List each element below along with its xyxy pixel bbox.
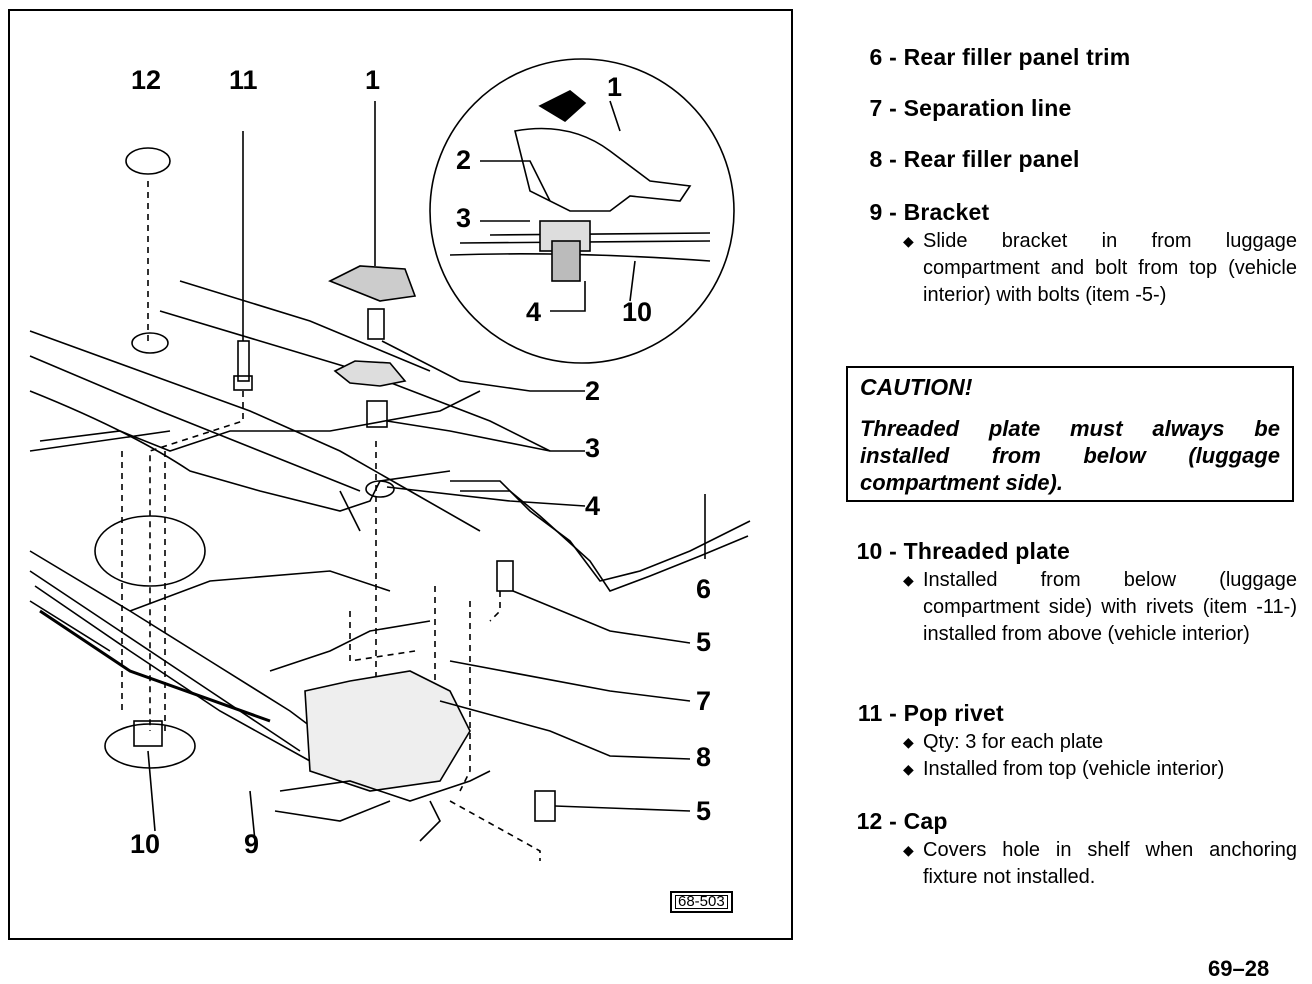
callout-4-detail: 4 [526, 297, 542, 327]
caution-box: CAUTION! Threaded plate must always be i… [846, 366, 1294, 502]
diamond-bullet-icon: ◆ [903, 572, 914, 588]
bullet-item: ◆ Slide bracket in from luggage compartme… [901, 228, 1297, 309]
legend-item-7: 7 - Separation line [835, 95, 1297, 122]
callout-6: 6 [696, 574, 712, 604]
callout-3-detail: 3 [456, 203, 472, 233]
diamond-bullet-icon: ◆ [903, 761, 914, 777]
caution-title: CAUTION! [860, 374, 973, 400]
exploded-diagram: 12 11 1 1 2 3 4 10 2 3 4 6 5 7 8 5 10 9 … [8, 9, 793, 940]
callout-10-detail: 10 [622, 297, 653, 327]
callout-10: 10 [130, 829, 161, 859]
bullet-text: Installed from top (vehicle interior) [923, 758, 1225, 780]
legend-heading: 8 - Rear filler panel [835, 146, 1297, 173]
item-title: Threaded plate [903, 538, 1070, 564]
legend-item-10: 10 - Threaded plate ◆ Installed from belo… [835, 538, 1297, 648]
diamond-bullet-icon: ◆ [903, 842, 914, 858]
item-number: 10 - [856, 538, 897, 564]
callout-4: 4 [585, 491, 601, 521]
bullet-text: Slide bracket in from luggage compartmen… [923, 230, 1297, 306]
callout-1-detail: 1 [607, 72, 623, 102]
diamond-bullet-icon: ◆ [903, 233, 914, 249]
callout-9: 9 [244, 829, 260, 859]
legend-heading: 12 - Cap [835, 808, 1297, 835]
callout-8: 8 [696, 742, 712, 772]
legend-item-11: 11 - Pop rivet ◆ Qty: 3 for each plate ◆ I… [835, 700, 1297, 783]
callout-2: 2 [585, 376, 601, 406]
item-title: Cap [903, 808, 948, 834]
item-number: 7 - [869, 95, 897, 121]
bullet-text: Installed from below (luggage compartmen… [923, 569, 1297, 645]
figure-id: 68-503 [670, 891, 733, 913]
bullet-item: ◆ Installed from below (luggage compartme… [901, 567, 1297, 648]
legend-heading: 9 - Bracket [835, 199, 1297, 226]
callout-11: 11 [229, 65, 258, 95]
item-number: 6 - [869, 44, 897, 70]
callout-7: 7 [696, 686, 712, 716]
item-number: 9 - [869, 199, 897, 225]
callout-5-upper: 5 [696, 627, 712, 657]
caution-text: Threaded plate must always be installed … [860, 416, 1280, 495]
item-number: 8 - [869, 146, 897, 172]
legend-heading: 6 - Rear filler panel trim [835, 44, 1297, 71]
callout-2-detail: 2 [456, 145, 472, 175]
bullet-item: ◆ Installed from top (vehicle interior) [901, 756, 1297, 783]
item-title: Rear filler panel [903, 146, 1080, 172]
item-title: Bracket [903, 199, 990, 225]
legend-item-9: 9 - Bracket ◆ Slide bracket in from lugga… [835, 199, 1297, 309]
item-title: Pop rivet [903, 700, 1004, 726]
legend-heading: 11 - Pop rivet [835, 700, 1297, 727]
diamond-bullet-icon: ◆ [903, 734, 914, 750]
legend-item-12: 12 - Cap ◆ Covers hole in shelf when anch… [835, 808, 1297, 891]
callout-1: 1 [365, 65, 381, 95]
bullet-item: ◆ Covers hole in shelf when anchoring fix… [901, 837, 1297, 891]
legend-heading: 10 - Threaded plate [835, 538, 1297, 565]
legend-heading: 7 - Separation line [835, 95, 1297, 122]
legend-item-8: 8 - Rear filler panel [835, 146, 1297, 173]
diagram-drawing [29, 58, 751, 861]
item-title: Rear filler panel trim [903, 44, 1131, 70]
callout-12: 12 [131, 65, 162, 95]
item-number: 12 - [856, 808, 897, 834]
callout-5-lower: 5 [696, 796, 712, 826]
bullet-item: ◆ Qty: 3 for each plate [901, 729, 1297, 756]
bullet-text: Covers hole in shelf when anchoring fixt… [923, 839, 1297, 888]
callout-3: 3 [585, 433, 601, 463]
legend-item-6: 6 - Rear filler panel trim [835, 44, 1297, 71]
item-title: Separation line [903, 95, 1072, 121]
bullet-text: Qty: 3 for each plate [923, 731, 1104, 753]
page-number: 69–28 [1208, 956, 1270, 981]
item-number: 11 - [857, 700, 897, 726]
